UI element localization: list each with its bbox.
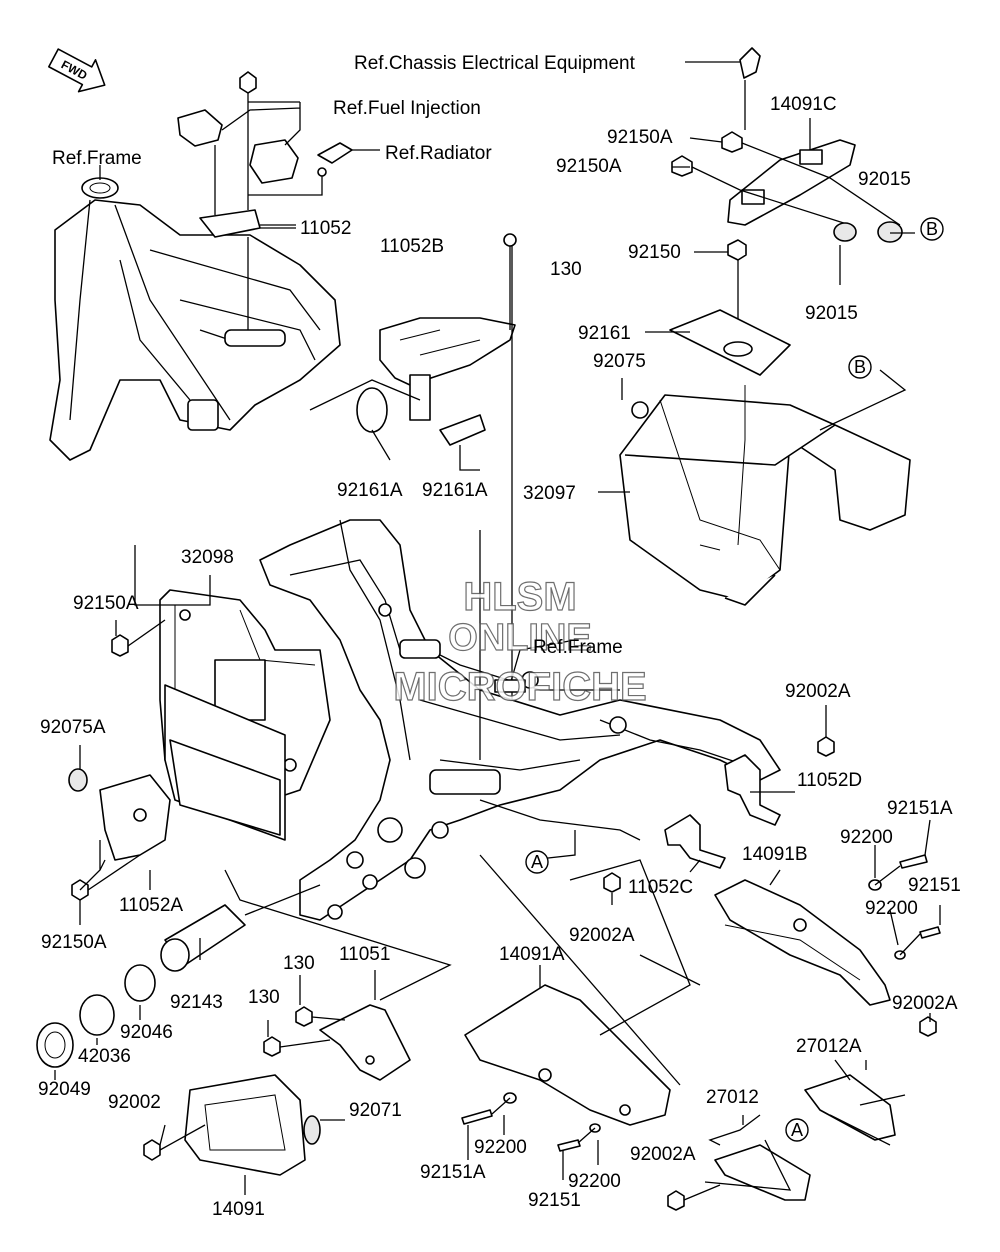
callout-92002a-2[interactable]: 92002A: [569, 925, 635, 946]
svg-text:A: A: [531, 852, 543, 872]
watermark-line-2: ONLINE: [448, 617, 592, 659]
bracket-11052b: [309, 233, 517, 471]
callout-92200-1[interactable]: 92200: [840, 827, 893, 848]
callout-92151-1[interactable]: 92151: [908, 875, 961, 896]
callout-92075a[interactable]: 92075A: [40, 717, 106, 738]
callout-92150a-2[interactable]: 92150A: [556, 156, 622, 177]
callout-ref-chassis-electrical[interactable]: Ref.Chassis Electrical Equipment: [354, 53, 636, 74]
callout-32098[interactable]: 32098: [181, 547, 234, 568]
callout-ref-frame-top[interactable]: Ref.Frame: [52, 148, 142, 169]
watermark: HLSM ONLINE MICROFICHE: [393, 574, 648, 709]
callout-11052d[interactable]: 11052D: [797, 770, 862, 791]
callout-92151a-1[interactable]: 92151A: [887, 798, 953, 819]
callout-92049[interactable]: 92049: [38, 1079, 91, 1100]
callout-11052b[interactable]: 11052B: [380, 236, 444, 257]
ref-marker-a-mid[interactable]: A: [525, 850, 549, 874]
callout-27012a[interactable]: 27012A: [796, 1036, 862, 1057]
reference-markers: B B A A: [525, 217, 944, 1142]
callout-92075[interactable]: 92075: [593, 351, 646, 372]
pivot-collars: [36, 884, 321, 1068]
callout-92161[interactable]: 92161: [578, 323, 631, 344]
callout-92002a-3[interactable]: 92002A: [892, 993, 958, 1014]
svg-text:B: B: [854, 357, 866, 377]
callout-11052[interactable]: 11052: [300, 218, 351, 239]
svg-text:B: B: [926, 219, 938, 239]
main-frame-drawing: [259, 245, 781, 921]
callout-14091[interactable]: 14091: [212, 1199, 265, 1220]
fuel-injection-sensors: [177, 71, 380, 330]
callout-92002a-4[interactable]: 92002A: [630, 1144, 696, 1165]
callout-92151-2[interactable]: 92151: [528, 1190, 581, 1211]
callout-92200-4[interactable]: 92200: [568, 1171, 621, 1192]
callout-42036[interactable]: 42036: [78, 1046, 131, 1067]
callout-92150a-1[interactable]: 92150A: [607, 127, 673, 148]
leader-lines: [54, 61, 941, 1201]
callout-92046[interactable]: 92046: [120, 1022, 173, 1043]
cover-14091c: [671, 47, 903, 345]
callout-92161a-2[interactable]: 92161A: [422, 480, 488, 501]
watermark-line-3: MICROFICHE: [393, 665, 646, 709]
callout-92071[interactable]: 92071: [349, 1100, 402, 1121]
callout-92143[interactable]: 92143: [170, 992, 223, 1013]
callout-14091b[interactable]: 14091B: [742, 844, 808, 865]
ref-marker-a-bottom[interactable]: A: [785, 1118, 809, 1142]
callout-11052c[interactable]: 11052C: [628, 877, 693, 898]
callout-11051[interactable]: 11051: [339, 944, 390, 965]
callout-92002[interactable]: 92002: [108, 1092, 161, 1113]
brackets-right: [603, 736, 937, 1211]
callout-27012[interactable]: 27012: [706, 1087, 759, 1108]
callout-92015-1[interactable]: 92015: [858, 169, 911, 190]
cover-14091a: [461, 984, 671, 1152]
callout-92150a-4[interactable]: 92150A: [41, 932, 107, 953]
callout-130-top[interactable]: 130: [550, 259, 582, 280]
callout-92150[interactable]: 92150: [628, 242, 681, 263]
cover-14091: [143, 1074, 321, 1176]
callout-130-b[interactable]: 130: [248, 987, 280, 1008]
callout-ref-fuel-injection[interactable]: Ref.Fuel Injection: [333, 98, 481, 119]
callout-32097[interactable]: 32097: [523, 483, 576, 504]
side-cover-32098: [68, 589, 331, 901]
callout-92161a-1[interactable]: 92161A: [337, 480, 403, 501]
callout-92015-2[interactable]: 92015: [805, 303, 858, 324]
callout-92200-2[interactable]: 92200: [865, 898, 918, 919]
callout-11052a[interactable]: 11052A: [119, 895, 183, 916]
callout-14091c[interactable]: 14091C: [770, 94, 837, 115]
part-labels: Ref.Chassis Electrical Equipment Ref.Fue…: [38, 53, 961, 1220]
watermark-line-1: HLSM: [463, 575, 576, 619]
battery-tray-32097: [619, 309, 911, 606]
callout-ref-frame-mid[interactable]: Ref.Frame: [533, 637, 623, 658]
fwd-arrow-icon: FWD: [48, 48, 106, 93]
frame-head-drawing: [49, 177, 341, 461]
ref-marker-b-box[interactable]: B: [848, 355, 872, 379]
callout-92150a-3[interactable]: 92150A: [73, 593, 139, 614]
callout-14091a[interactable]: 14091A: [499, 944, 565, 965]
callout-130-a[interactable]: 130: [283, 953, 315, 974]
ref-marker-b-right[interactable]: B: [920, 217, 944, 241]
cover-14091b: [714, 854, 941, 1006]
svg-text:A: A: [791, 1120, 803, 1140]
callout-ref-radiator[interactable]: Ref.Radiator: [385, 143, 492, 164]
callout-92151a-2[interactable]: 92151A: [420, 1162, 486, 1183]
callout-92200-3[interactable]: 92200: [474, 1137, 527, 1158]
bracket-11051: [263, 1004, 411, 1081]
callout-92002a-1[interactable]: 92002A: [785, 681, 851, 702]
